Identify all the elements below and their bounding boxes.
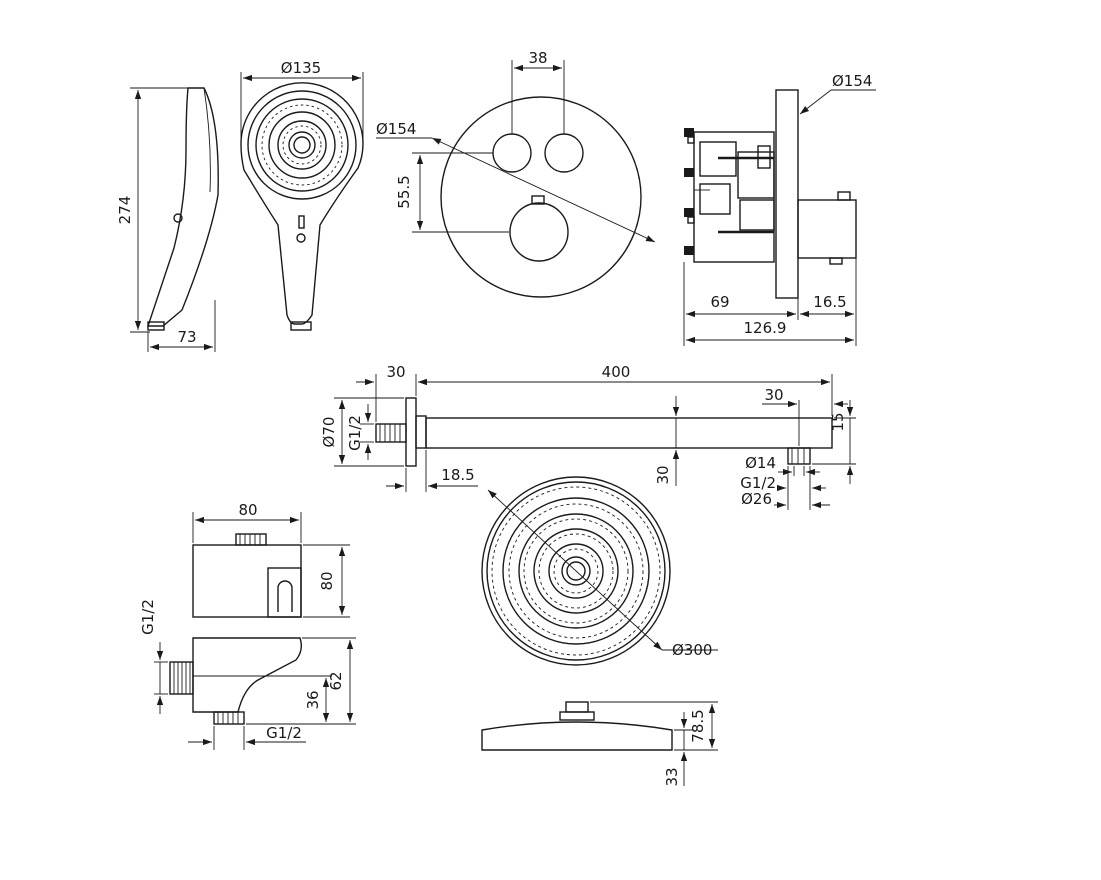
valve-trim-depth-label: 16.5 bbox=[813, 293, 846, 311]
trim-diameter-label: Ø154 bbox=[376, 120, 416, 138]
hand-shower-width-label: 73 bbox=[177, 328, 196, 346]
wall-outlet-side-view: G1/2 62 36 G1/2 bbox=[139, 599, 356, 750]
hand-shower-front-view: Ø135 bbox=[240, 59, 364, 331]
wall-outlet-depth-label: 80 bbox=[318, 571, 336, 590]
overhead-thickness-label: 33 bbox=[663, 767, 681, 786]
outlet-outer-diameter-label: Ø26 bbox=[741, 490, 772, 508]
outlet-inner-diameter-label: Ø14 bbox=[745, 454, 776, 472]
wall-outlet-top-view: 80 80 bbox=[192, 501, 350, 618]
hand-shower-height-label: 274 bbox=[116, 196, 134, 225]
overhead-shower-front-view: Ø300 bbox=[481, 476, 718, 666]
outlet-height-label: 15 bbox=[829, 412, 847, 431]
trim-plate-front-view: 38 Ø154 55.5 bbox=[376, 49, 656, 298]
flange-diameter-label: Ø70 bbox=[320, 417, 338, 448]
flange-length-label: 30 bbox=[386, 363, 405, 381]
tube-height-label: 30 bbox=[654, 465, 672, 484]
outlet-setback-label: 30 bbox=[764, 386, 783, 404]
trim-offset-label: 55.5 bbox=[395, 175, 413, 208]
wall-outlet-outlet-height-label: 36 bbox=[304, 690, 322, 709]
wall-outlet-inlet-thread-label: G1/2 bbox=[139, 599, 157, 635]
valve-diameter-label: Ø154 bbox=[832, 72, 872, 90]
overhead-height-label: 78.5 bbox=[689, 709, 707, 742]
valve-total-depth-label: 126.9 bbox=[744, 319, 787, 337]
shower-arm-view: 30 400 Ø70 G1/2 18.5 30 30 bbox=[320, 363, 856, 510]
overhead-diameter-label: Ø300 bbox=[672, 641, 712, 659]
valve-body-side-view: Ø154 69 16.5 126.9 bbox=[683, 72, 876, 346]
arm-length-label: 400 bbox=[602, 363, 631, 381]
overhead-shower-side-view: 78.5 33 bbox=[481, 701, 718, 787]
wall-outlet-outlet-thread-label: G1/2 bbox=[266, 724, 302, 742]
valve-body-depth-label: 69 bbox=[710, 293, 729, 311]
outlet-spacing-label: 38 bbox=[528, 49, 547, 67]
outlet-thread-label: G1/2 bbox=[740, 474, 776, 492]
hand-shower-diameter-label: Ø135 bbox=[281, 59, 321, 77]
hand-shower-side-view: 274 73 bbox=[116, 87, 219, 352]
wall-offset-label: 18.5 bbox=[441, 466, 474, 484]
wall-outlet-width-label: 80 bbox=[238, 501, 257, 519]
wall-outlet-height-label: 62 bbox=[327, 671, 345, 690]
arm-inlet-thread-label: G1/2 bbox=[346, 415, 364, 451]
